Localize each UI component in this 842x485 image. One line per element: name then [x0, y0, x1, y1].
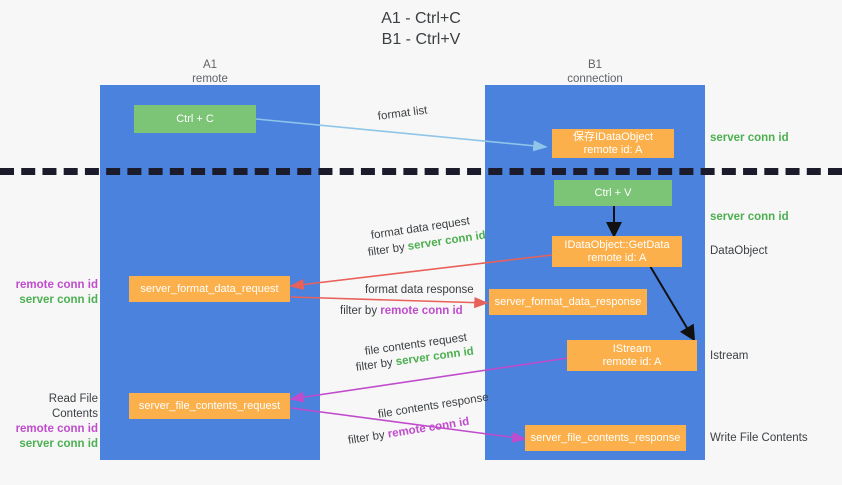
node-ctrl-c[interactable]: Ctrl + C [134, 105, 256, 133]
title-line-2: B1 - Ctrl+V [381, 31, 461, 48]
left-label-server-conn-id-2: server conn id [19, 438, 98, 450]
node-ctrl-v-label: Ctrl + V [594, 186, 632, 199]
node-server-format-data-request-label: server_format_data_request [140, 282, 279, 295]
page-title: A1 - Ctrl+C B1 - Ctrl+V [0, 8, 842, 50]
edge-caption-format-list: format list [377, 104, 429, 123]
node-istream-remote-id: remote id: A [602, 355, 662, 368]
column-header-b1: B1 connection [485, 58, 705, 86]
edge-caption-file-contents-response: file contents response [377, 391, 490, 421]
column-b1-name: B1 [587, 59, 603, 71]
node-server-file-contents-response[interactable]: server_file_contents_response [525, 425, 686, 451]
node-server-format-data-request[interactable]: server_format_data_request [129, 276, 290, 302]
left-label-remote-conn-id-2: remote conn id [15, 423, 98, 435]
node-ctrl-c-label: Ctrl + C [176, 112, 214, 125]
right-label-istream: Istream [710, 350, 749, 362]
filter-prefix-4: filter by [347, 428, 389, 447]
node-save-idataobject[interactable]: 保存IDataObject remote id: A [552, 129, 674, 158]
column-b1-sub: connection [567, 73, 623, 85]
left-label-remote-conn-id-1: remote conn id [15, 279, 98, 291]
filter-key-2: remote conn id [380, 305, 463, 317]
right-label-server-conn-id-mid: server conn id [710, 211, 789, 223]
node-getdata-remote-id: remote id: A [587, 251, 647, 264]
left-label-group-format: remote conn id server conn id [10, 278, 98, 308]
node-save-idataobject-label: 保存IDataObject [572, 130, 654, 143]
column-a1-sub: remote [192, 73, 228, 85]
edge-caption-format-data-response-filter: filter by remote conn id [340, 304, 463, 319]
filter-prefix-1: filter by [367, 241, 409, 259]
edge-caption-format-data-response: format data response [365, 284, 474, 296]
filter-prefix-3: filter by [355, 356, 397, 374]
right-label-write-file-contents: Write File Contents [710, 432, 808, 444]
node-server-file-contents-request-label: server_file_contents_request [138, 399, 281, 412]
column-a1-name: A1 [202, 59, 218, 71]
edge-caption-file-contents-response-filter: filter by remote conn id [347, 415, 471, 449]
node-server-format-data-response-label: server_format_data_response [494, 295, 642, 308]
left-label-read-file-contents: Read File Contents [48, 393, 98, 420]
dashed-divider [0, 168, 842, 175]
right-label-dataobject: DataObject [710, 245, 768, 257]
left-label-group-file: Read File Contents remote conn id server… [6, 392, 98, 452]
left-label-server-conn-id-1: server conn id [19, 294, 98, 306]
node-idataobject-getdata[interactable]: IDataObject::GetData remote id: A [552, 236, 682, 267]
node-ctrl-v[interactable]: Ctrl + V [554, 180, 672, 206]
node-istream-label: IStream [612, 342, 652, 355]
node-server-format-data-response[interactable]: server_format_data_response [489, 289, 647, 315]
column-header-a1: A1 remote [100, 58, 320, 86]
node-server-file-contents-request[interactable]: server_file_contents_request [129, 393, 290, 419]
node-getdata-label: IDataObject::GetData [564, 238, 670, 251]
filter-prefix-2: filter by [340, 305, 381, 317]
right-label-server-conn-id-top: server conn id [710, 132, 789, 144]
title-line-1: A1 - Ctrl+C [381, 10, 461, 27]
node-save-idataobject-remote-id: remote id: A [583, 143, 643, 156]
node-istream[interactable]: IStream remote id: A [567, 340, 697, 371]
node-server-file-contents-response-label: server_file_contents_response [530, 431, 681, 444]
